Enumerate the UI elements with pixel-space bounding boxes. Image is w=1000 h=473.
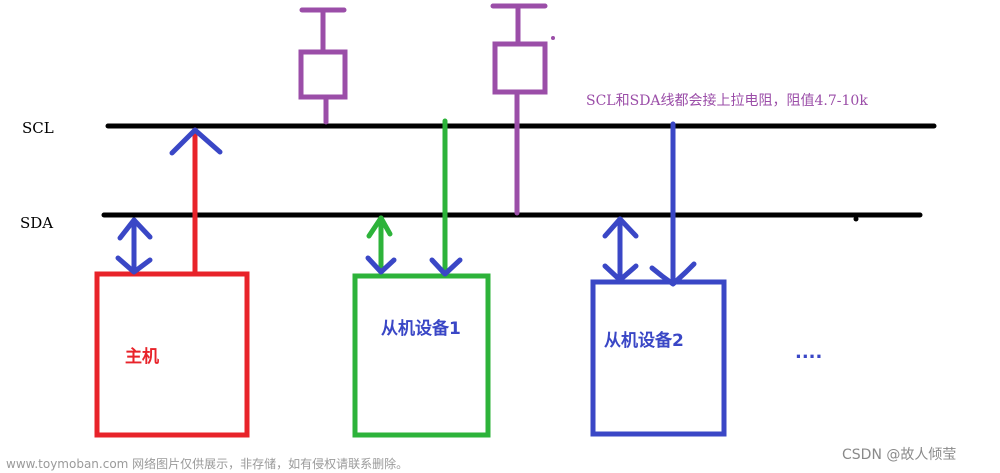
- sda-label: SDA: [20, 214, 53, 232]
- master-scl-arrowhead: [169, 127, 223, 156]
- master-label: 主机: [125, 346, 159, 367]
- slave1-scl-arrow: [429, 118, 463, 277]
- master-sda-arrow: [115, 217, 153, 275]
- slave2-sda-arrow: [602, 216, 639, 283]
- stray-dot: [551, 36, 555, 40]
- watermark-author: CSDN @故人倾莹: [842, 447, 956, 463]
- pullup-resistor-sda: [490, 3, 548, 216]
- slave2-scl-arrow: [649, 121, 697, 287]
- slave2-label: 从机设备2: [604, 330, 684, 351]
- sda-line-dot: [853, 216, 859, 222]
- scl-label: SCL: [22, 119, 54, 137]
- more-devices-ellipsis: ....: [795, 342, 822, 363]
- slave1-sda-arrow: [365, 215, 397, 275]
- slave2-box: [590, 279, 727, 437]
- pullup-note: SCL和SDA线都会接上拉电阻，阻值4.7-10k: [586, 92, 868, 109]
- watermark-site: www.toymoban.com 网络图片仅供展示，非存储，如有侵权请联系删除。: [6, 456, 408, 471]
- master-box: [94, 271, 250, 438]
- slave1-label: 从机设备1: [381, 318, 461, 339]
- slave1-box: [352, 273, 491, 438]
- pullup-resistor-scl: [298, 7, 348, 125]
